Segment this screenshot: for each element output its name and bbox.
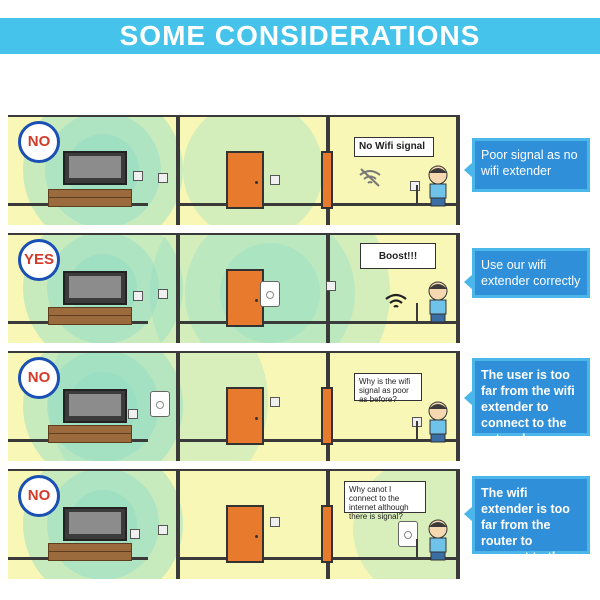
door bbox=[226, 151, 264, 209]
speech-bubble: Why is the wifi signal as poor as before… bbox=[354, 373, 422, 404]
outlet-icon bbox=[158, 173, 168, 183]
scenario-row-4: NO Why canot I connect to the internet a… bbox=[8, 469, 460, 579]
door-edge bbox=[321, 387, 333, 445]
stairs bbox=[368, 421, 458, 461]
status-badge: NO bbox=[18, 121, 60, 163]
outlet-icon bbox=[270, 397, 280, 407]
wifi-extender-icon bbox=[150, 391, 170, 417]
tv-cabinet bbox=[48, 307, 132, 325]
door bbox=[226, 269, 264, 327]
banner-title: SOME CONSIDERATIONS bbox=[119, 20, 481, 51]
callout-pointer bbox=[464, 390, 473, 406]
router-icon bbox=[130, 529, 140, 539]
door-edge bbox=[321, 151, 333, 209]
scenario-note-2: Use our wifi extender correctly bbox=[472, 248, 590, 298]
stairs bbox=[368, 303, 458, 343]
router-icon bbox=[128, 409, 138, 419]
wifi-extender-icon bbox=[398, 521, 418, 547]
status-badge: NO bbox=[18, 475, 60, 517]
outlet-icon bbox=[270, 517, 280, 527]
stairs bbox=[368, 185, 458, 225]
tv-cabinet bbox=[48, 425, 132, 443]
tv-icon bbox=[63, 271, 127, 305]
scenario-note-4: The wifi extender is too far from the ro… bbox=[472, 476, 590, 580]
speech-bubble: No Wifi signal bbox=[354, 137, 434, 157]
boy-icon bbox=[428, 165, 448, 207]
speech-bubble: Why canot I connect to the internet alth… bbox=[344, 481, 426, 521]
outlet-icon bbox=[410, 181, 420, 191]
router-icon bbox=[133, 291, 143, 301]
boy-icon bbox=[428, 281, 448, 323]
stairs bbox=[368, 539, 458, 579]
title-banner: SOME CONSIDERATIONS bbox=[0, 18, 600, 54]
door-edge bbox=[321, 505, 333, 563]
tv-icon bbox=[63, 151, 127, 185]
no-wifi-icon bbox=[359, 168, 381, 187]
wifi-icon bbox=[385, 293, 407, 308]
tv-icon bbox=[63, 389, 127, 423]
scenario-note-3: The user is too far from the wifi extend… bbox=[472, 358, 590, 446]
outlet-icon bbox=[270, 175, 280, 185]
wifi-extender-icon bbox=[260, 281, 280, 307]
status-badge: YES bbox=[18, 239, 60, 281]
outlet-icon bbox=[158, 289, 168, 299]
outlet-icon bbox=[158, 525, 168, 535]
scenario-row-2: YES Boost!!! bbox=[8, 233, 460, 343]
boy-icon bbox=[428, 401, 448, 443]
speech-bubble: Boost!!! bbox=[360, 243, 436, 269]
scenario-row-1: NO No Wifi signal bbox=[8, 115, 460, 225]
callout-pointer bbox=[464, 274, 473, 290]
callout-pointer bbox=[464, 506, 473, 522]
boy-icon bbox=[428, 519, 448, 561]
router-icon bbox=[133, 171, 143, 181]
status-badge: NO bbox=[18, 357, 60, 399]
tv-icon bbox=[63, 507, 127, 541]
scenario-note-1: Poor signal as no wifi extender bbox=[472, 138, 590, 192]
tv-cabinet bbox=[48, 543, 132, 561]
door bbox=[226, 387, 264, 445]
scenario-row-3: NO Why is the wifi signal as poor as bef… bbox=[8, 351, 460, 461]
door bbox=[226, 505, 264, 563]
callout-pointer bbox=[464, 162, 473, 178]
tv-cabinet bbox=[48, 189, 132, 207]
outlet-icon bbox=[326, 281, 336, 291]
